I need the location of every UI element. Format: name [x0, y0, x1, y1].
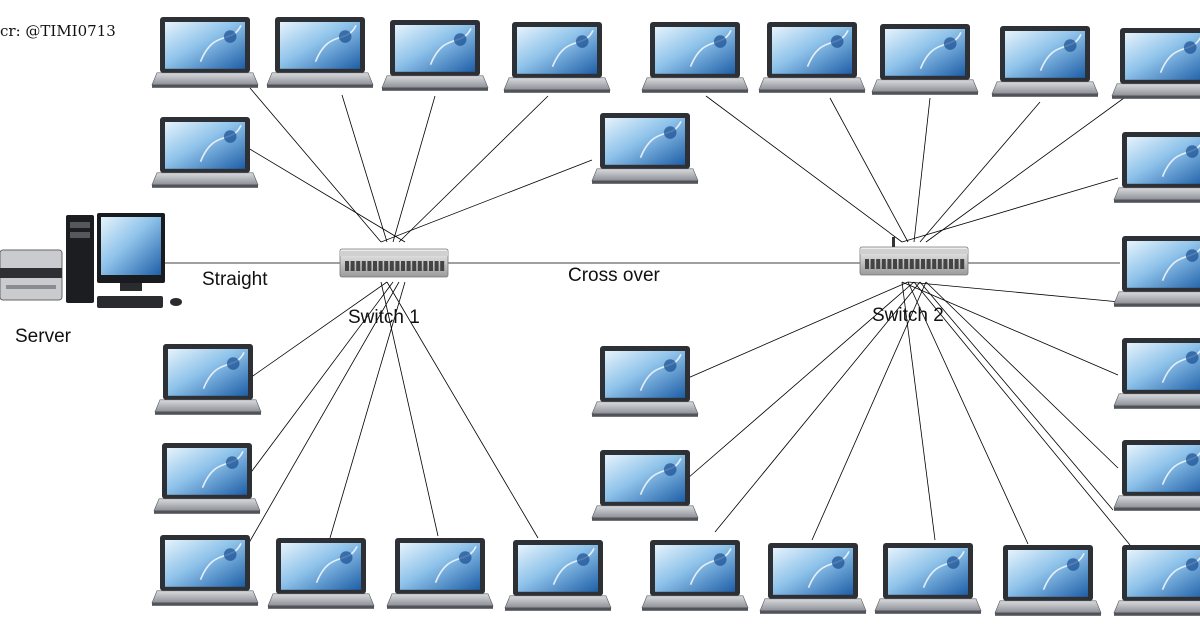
laptop-icon: [1113, 440, 1200, 511]
laptop-icon: [591, 450, 699, 521]
server-workstation: [0, 213, 182, 308]
laptop-icon: [874, 543, 982, 614]
cable: [811, 281, 927, 541]
switch1-icon: [339, 248, 449, 278]
laptop-icon: [154, 344, 262, 415]
cable: [901, 177, 1119, 243]
cable: [249, 87, 382, 243]
straight-cable-label: Straight: [202, 269, 268, 290]
desktop-tower-icon: [66, 215, 94, 303]
cable: [329, 281, 406, 539]
cable: [392, 95, 436, 243]
laptop-icon: [386, 538, 494, 609]
cable: [249, 281, 388, 379]
laptop-icon: [991, 26, 1099, 97]
laptop-icon: [151, 535, 259, 606]
cable: [913, 281, 1131, 546]
credit-text: cr: @TIMI0713: [0, 22, 116, 40]
laptop-icon: [1111, 28, 1200, 99]
laptop-icon: [503, 22, 611, 93]
laptop-icon: [1113, 236, 1200, 307]
laptop-icon: [151, 17, 259, 88]
cable: [901, 281, 1119, 376]
cable: [907, 281, 1029, 545]
laptop-icon: [591, 113, 699, 184]
keyboard-icon: [97, 296, 163, 308]
cable-lines: [165, 87, 1136, 549]
cable: [398, 95, 549, 243]
device-nodes: [0, 17, 1200, 616]
cable: [705, 95, 903, 243]
cable: [341, 94, 388, 243]
cable: [386, 281, 539, 539]
laptop-icon: [759, 543, 867, 614]
cable: [714, 281, 921, 533]
laptop-icon: [1113, 132, 1200, 203]
laptop-icon: [871, 24, 979, 95]
cable: [687, 281, 909, 379]
cable: [925, 89, 1136, 243]
laptop-icon: [1113, 338, 1200, 409]
switch2-icon: [859, 237, 969, 276]
laptop-icon: [266, 17, 374, 88]
cable: [245, 281, 400, 549]
cable: [919, 281, 1114, 511]
crossover-cable-label: Cross over: [568, 265, 660, 286]
switch1-label: Switch 1: [348, 307, 420, 328]
laptop-icon: [153, 443, 261, 514]
cable: [925, 281, 1119, 469]
laptop-icon: [151, 117, 259, 188]
laptop-icon: [1113, 545, 1200, 616]
laptop-icon: [641, 22, 749, 93]
cable: [248, 281, 394, 476]
cable: [919, 101, 1041, 243]
laptop-icon: [758, 22, 866, 93]
cable: [380, 159, 593, 243]
cable: [380, 281, 439, 537]
cable: [687, 281, 915, 479]
laptop-icon: [641, 540, 749, 611]
cable: [913, 97, 931, 243]
cable: [247, 147, 406, 243]
switch2-label: Switch 2: [872, 305, 944, 326]
laptop-icon: [994, 545, 1102, 616]
cable: [829, 97, 909, 243]
laptop-icon: [381, 20, 489, 91]
laptop-icon: [591, 346, 699, 417]
mouse-icon: [170, 298, 182, 306]
printer-icon: [0, 249, 63, 301]
cable: [901, 281, 936, 541]
cable: [907, 281, 1121, 303]
laptop-icon: [504, 540, 612, 611]
laptop-icon: [267, 538, 375, 609]
monitor-icon: [97, 213, 165, 291]
server-label: Server: [15, 326, 71, 347]
